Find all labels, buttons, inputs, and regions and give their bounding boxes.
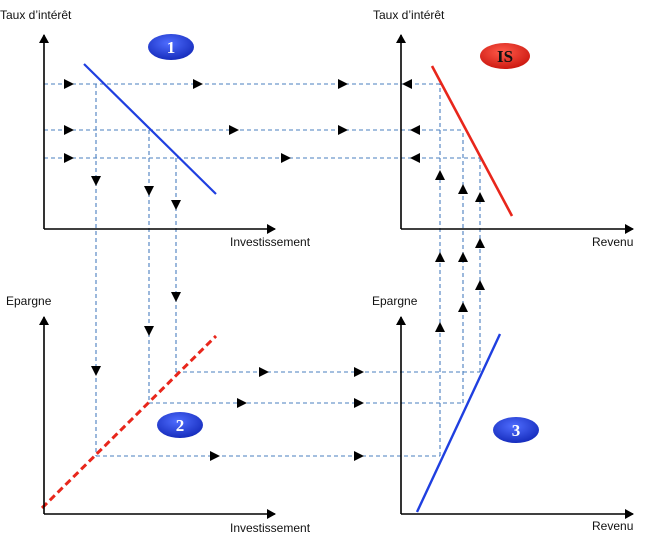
- arrow-right-icon: [64, 125, 74, 135]
- badge-3-label: 3: [512, 421, 521, 440]
- arrow-down-icon: [144, 326, 154, 336]
- savings-equals-investment-line: [40, 334, 218, 510]
- arrow-right-icon: [237, 398, 247, 408]
- arrow-up-icon: [435, 170, 445, 180]
- arrow-right-icon: [229, 125, 239, 135]
- arrow-up-icon: [458, 184, 468, 194]
- bottom-right-y-label: Epargne: [372, 294, 418, 308]
- arrow-down-icon: [171, 200, 181, 210]
- bottom-left-y-label: Epargne: [6, 294, 52, 308]
- bottom-right-x-label: Revenu: [592, 519, 633, 533]
- top-right-x-label: Revenu: [592, 235, 633, 249]
- arrow-up-icon: [435, 252, 445, 262]
- arrow-up-icon: [475, 238, 485, 248]
- bottom-left-x-label: Investissement: [230, 521, 311, 535]
- arrow-right-icon: [354, 367, 364, 377]
- arrow-left-icon: [410, 125, 420, 135]
- arrow-up-icon: [458, 302, 468, 312]
- arrow-down-icon: [171, 292, 181, 302]
- investment-curve: [83, 63, 217, 195]
- badge-2: 2: [157, 412, 203, 438]
- arrow-right-icon: [354, 398, 364, 408]
- arrow-right-icon: [338, 79, 348, 89]
- arrow-down-icon: [91, 176, 101, 186]
- axes: [39, 34, 634, 519]
- badge-is-label: IS: [497, 47, 513, 66]
- badge-1-label: 1: [167, 38, 176, 57]
- arrow-up-icon: [475, 192, 485, 202]
- is-curve: [430, 65, 514, 217]
- arrow-right-icon: [259, 367, 269, 377]
- savings-function-curve: [415, 333, 502, 513]
- arrow-right-icon: [354, 451, 364, 461]
- arrow-right-icon: [64, 153, 74, 163]
- arrow-down-icon: [91, 366, 101, 376]
- arrow-up-icon: [435, 322, 445, 332]
- guide-lines: [44, 83, 481, 457]
- badge-1: 1: [148, 34, 194, 60]
- flow-arrows: [64, 79, 485, 461]
- badge-is: IS: [480, 43, 530, 69]
- top-left-x-label: Investissement: [230, 235, 311, 249]
- arrow-right-icon: [338, 125, 348, 135]
- top-right-y-label: Taux d’intérêt: [373, 8, 445, 22]
- arrow-left-icon: [402, 79, 412, 89]
- top-left-y-label: Taux d’intérêt: [0, 8, 72, 22]
- arrow-left-icon: [410, 153, 420, 163]
- arrow-down-icon: [144, 186, 154, 196]
- arrow-right-icon: [281, 153, 291, 163]
- arrow-right-icon: [64, 79, 74, 89]
- badge-3: 3: [493, 417, 539, 443]
- arrow-right-icon: [193, 79, 203, 89]
- arrow-up-icon: [475, 280, 485, 290]
- badge-2-label: 2: [176, 416, 185, 435]
- arrow-up-icon: [458, 252, 468, 262]
- arrow-right-icon: [210, 451, 220, 461]
